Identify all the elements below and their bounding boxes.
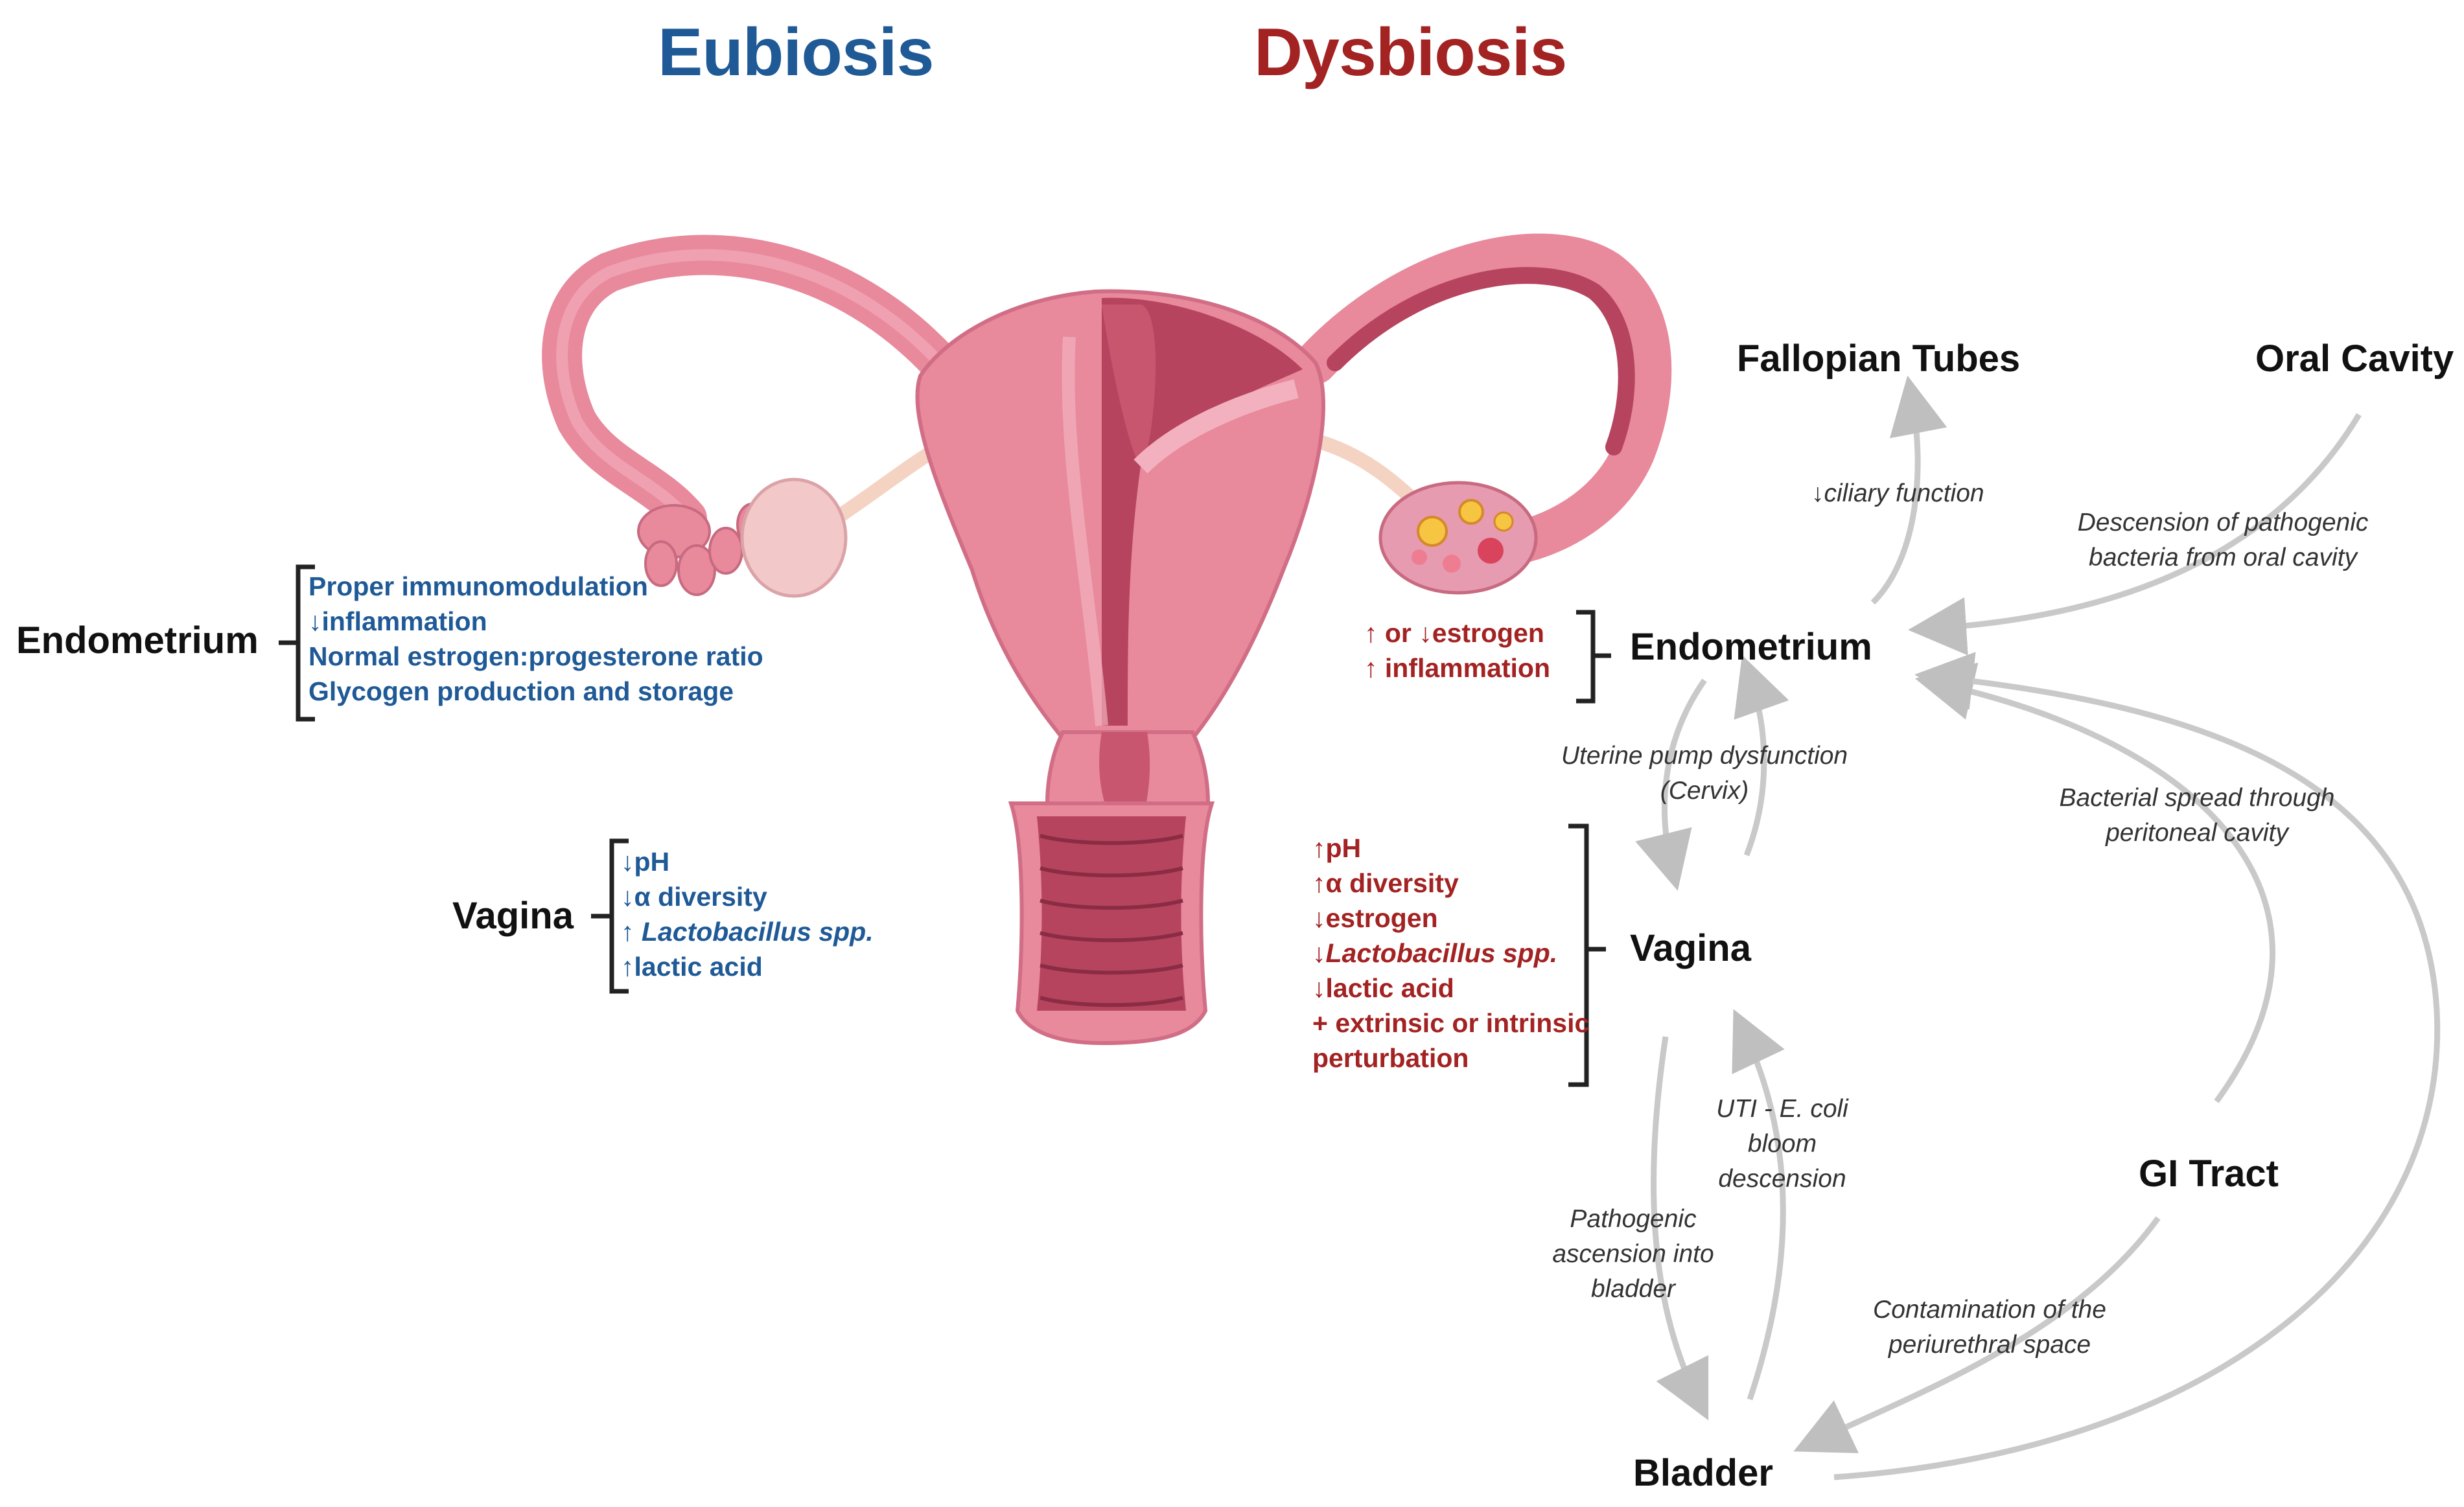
eubiosis-vagina-item: ↑lactic acid <box>621 952 763 982</box>
note-uterine-pump: Uterine pump dysfunction (Cervix) <box>1561 742 1848 805</box>
note-ascension: Pathogenic ascension into bladder <box>1552 1205 1714 1303</box>
node-oral-cavity: Oral Cavity <box>2255 338 2454 380</box>
note-peritoneal: Bacterial spread through peritoneal cavi… <box>2059 784 2335 847</box>
note-uti: UTI - E. coli bloom descension <box>1716 1095 1848 1193</box>
eubiosis-endometrium-item: ↓inflammation <box>308 606 487 636</box>
eubiosis-endometrium-item: Normal estrogen:progesterone ratio <box>308 641 763 671</box>
dysbiosis-vagina-list: ↑pH ↑α diversity ↓estrogen ↓Lactobacillu… <box>1312 831 1589 1076</box>
dysbiosis-endometrium-label: Endometrium <box>1630 626 1872 668</box>
node-bladder: Bladder <box>1633 1452 1773 1494</box>
dysbiosis-vagina-item: perturbation <box>1312 1043 1469 1073</box>
eubiosis-endometrium-label: Endometrium <box>16 619 259 661</box>
note-contamination: Contamination of the periurethral space <box>1873 1296 2106 1359</box>
pathway-arrows <box>1635 375 2441 1480</box>
node-fallopian-tubes: Fallopian Tubes <box>1737 338 2021 380</box>
dysbiosis-vagina-label: Vagina <box>1630 927 1751 969</box>
dysbiosis-endometrium-list: ↑ or ↓estrogen ↑ inflammation <box>1364 615 1550 685</box>
eubiosis-vagina-item: ↑ Lactobacillus spp. <box>621 917 874 947</box>
eubiosis-vagina-item: ↓α diversity <box>621 882 767 912</box>
dysbiosis-vagina-item: ↑α diversity <box>1312 868 1459 898</box>
eubiosis-endometrium-list: Proper immunomodulation ↓inflammation No… <box>308 569 763 709</box>
eubiosis-vagina-list: ↓pH ↓α diversity ↑ Lactobacillus spp. ↑l… <box>621 844 874 984</box>
eubiosis-endometrium-item: Proper immunomodulation <box>308 571 648 601</box>
dysbiosis-vagina-item: + extrinsic or intrinsic <box>1312 1008 1590 1038</box>
dysbiosis-endometrium-item: ↑ or ↓estrogen <box>1364 618 1544 648</box>
dysbiosis-vagina-item: ↓Lactobacillus spp. <box>1312 938 1558 968</box>
dysbiosis-vagina-item: ↓lactic acid <box>1312 973 1454 1003</box>
dysbiosis-vagina-item: ↑pH <box>1312 833 1362 863</box>
note-ciliary: ↓ciliary function <box>1811 479 1984 507</box>
eubiosis-vagina-label: Vagina <box>452 895 574 937</box>
eubiosis-endometrium-item: Glycogen production and storage <box>308 676 734 706</box>
note-oral-descension: Descension of pathogenic bacteria from o… <box>2077 509 2369 571</box>
eubiosis-title: Eubiosis <box>658 15 934 90</box>
node-gi-tract: GI Tract <box>2139 1153 2279 1195</box>
brackets <box>279 564 1611 1087</box>
uterus-illustration <box>542 233 1672 1046</box>
eubiosis-vagina-item: ↓pH <box>621 847 670 877</box>
dysbiosis-endometrium-item: ↑ inflammation <box>1364 653 1551 683</box>
dysbiosis-title: Dysbiosis <box>1254 15 1567 90</box>
dysbiosis-vagina-item: ↓estrogen <box>1312 903 1438 933</box>
